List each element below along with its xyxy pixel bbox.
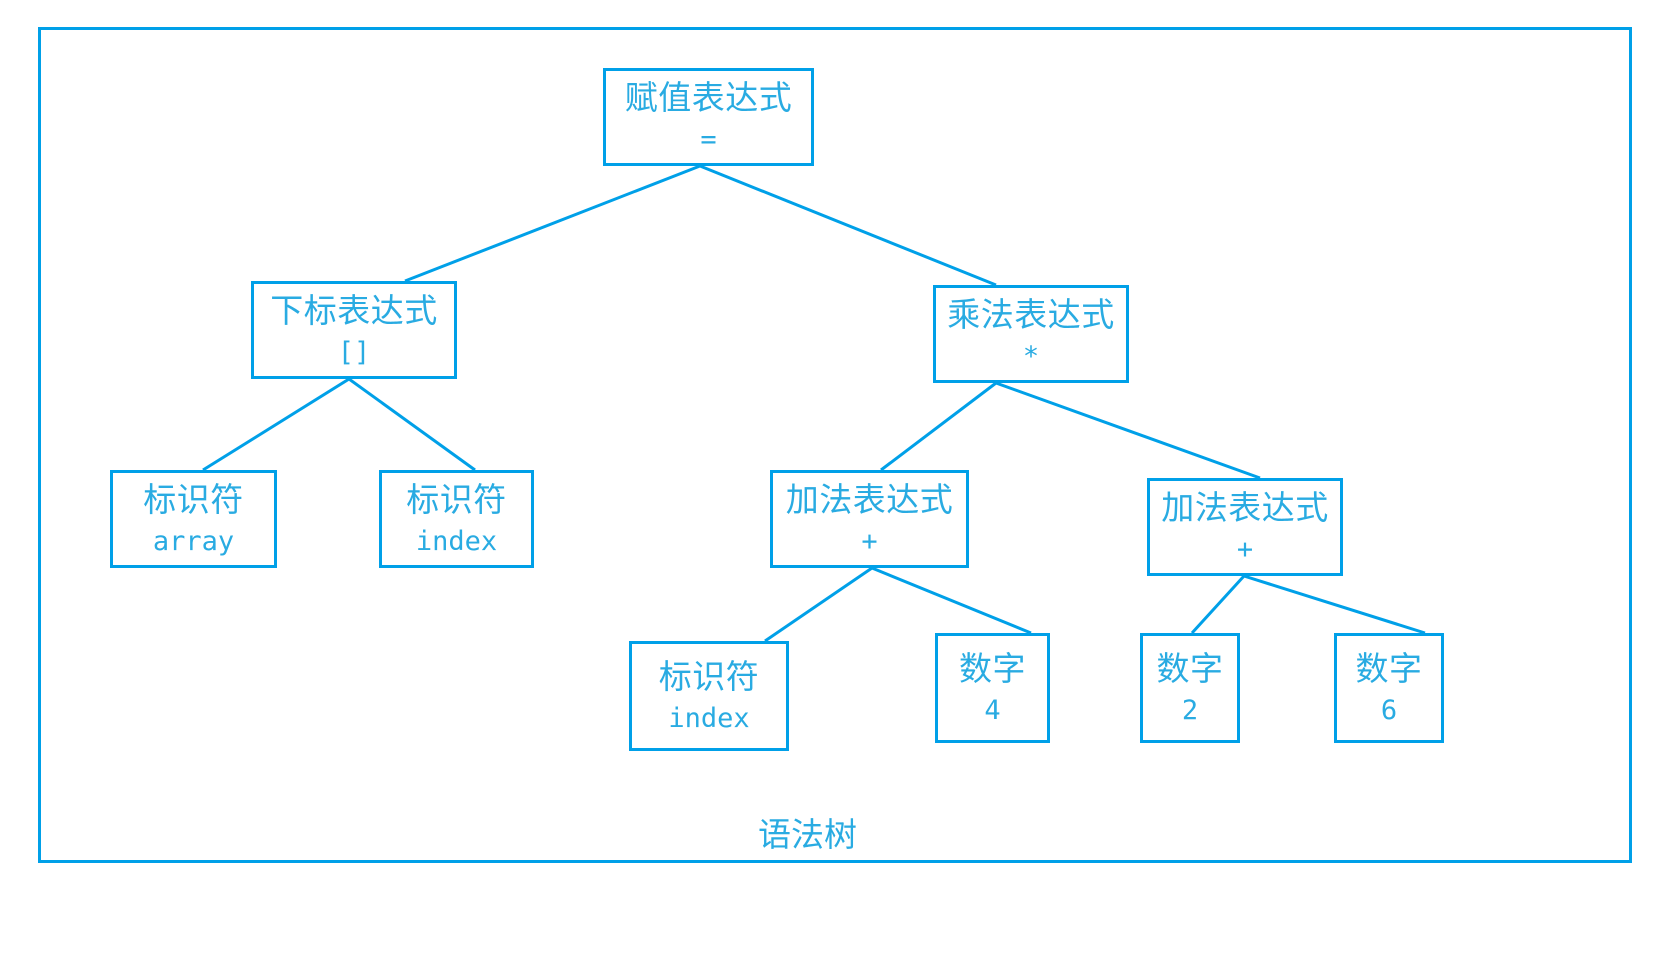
tree-node-value-label: 2 bbox=[1181, 694, 1199, 726]
tree-node-value-label: index bbox=[415, 525, 498, 557]
tree-node-type-label: 数字 bbox=[1156, 648, 1224, 688]
tree-node-value-label: 4 bbox=[984, 694, 1001, 726]
tree-node-subscript[interactable]: 下标表达式 [] bbox=[251, 281, 457, 379]
figure-caption: 语法树 bbox=[758, 815, 857, 854]
tree-node-value-label: 6 bbox=[1380, 694, 1398, 726]
tree-node-type-label: 标识符 bbox=[143, 479, 244, 519]
tree-node-num_2[interactable]: 数字 2 bbox=[1140, 633, 1240, 743]
tree-node-ident_idx2[interactable]: 标识符 index bbox=[629, 641, 789, 751]
tree-node-type-label: 下标表达式 bbox=[270, 290, 438, 330]
tree-node-value-label: [] bbox=[337, 336, 371, 368]
tree-node-type-label: 标识符 bbox=[406, 479, 507, 519]
tree-node-value-label: + bbox=[1236, 533, 1254, 565]
tree-node-value-label: + bbox=[861, 525, 878, 557]
tree-node-multiply[interactable]: 乘法表达式 * bbox=[933, 285, 1129, 383]
tree-node-assign[interactable]: 赋值表达式 = bbox=[603, 68, 814, 166]
tree-node-add_right[interactable]: 加法表达式 + bbox=[1147, 478, 1343, 576]
tree-node-value-label: array bbox=[152, 525, 235, 557]
tree-node-value-label: index bbox=[668, 702, 750, 734]
figure-frame bbox=[38, 27, 1632, 863]
tree-node-value-label: = bbox=[700, 123, 717, 155]
tree-node-type-label: 加法表达式 bbox=[785, 479, 954, 519]
tree-node-type-label: 数字 bbox=[959, 648, 1026, 688]
tree-node-type-label: 乘法表达式 bbox=[947, 294, 1115, 334]
tree-node-type-label: 赋值表达式 bbox=[624, 77, 793, 117]
tree-node-num_4[interactable]: 数字 4 bbox=[935, 633, 1050, 743]
tree-node-type-label: 标识符 bbox=[658, 656, 760, 696]
tree-node-num_6[interactable]: 数字 6 bbox=[1334, 633, 1444, 743]
tree-node-ident_arr[interactable]: 标识符 array bbox=[110, 470, 277, 568]
tree-node-value-label: * bbox=[1022, 340, 1040, 372]
tree-node-type-label: 数字 bbox=[1355, 648, 1423, 688]
tree-node-add_left[interactable]: 加法表达式 + bbox=[770, 470, 969, 568]
tree-node-type-label: 加法表达式 bbox=[1161, 487, 1329, 527]
tree-node-ident_idx1[interactable]: 标识符 index bbox=[379, 470, 534, 568]
